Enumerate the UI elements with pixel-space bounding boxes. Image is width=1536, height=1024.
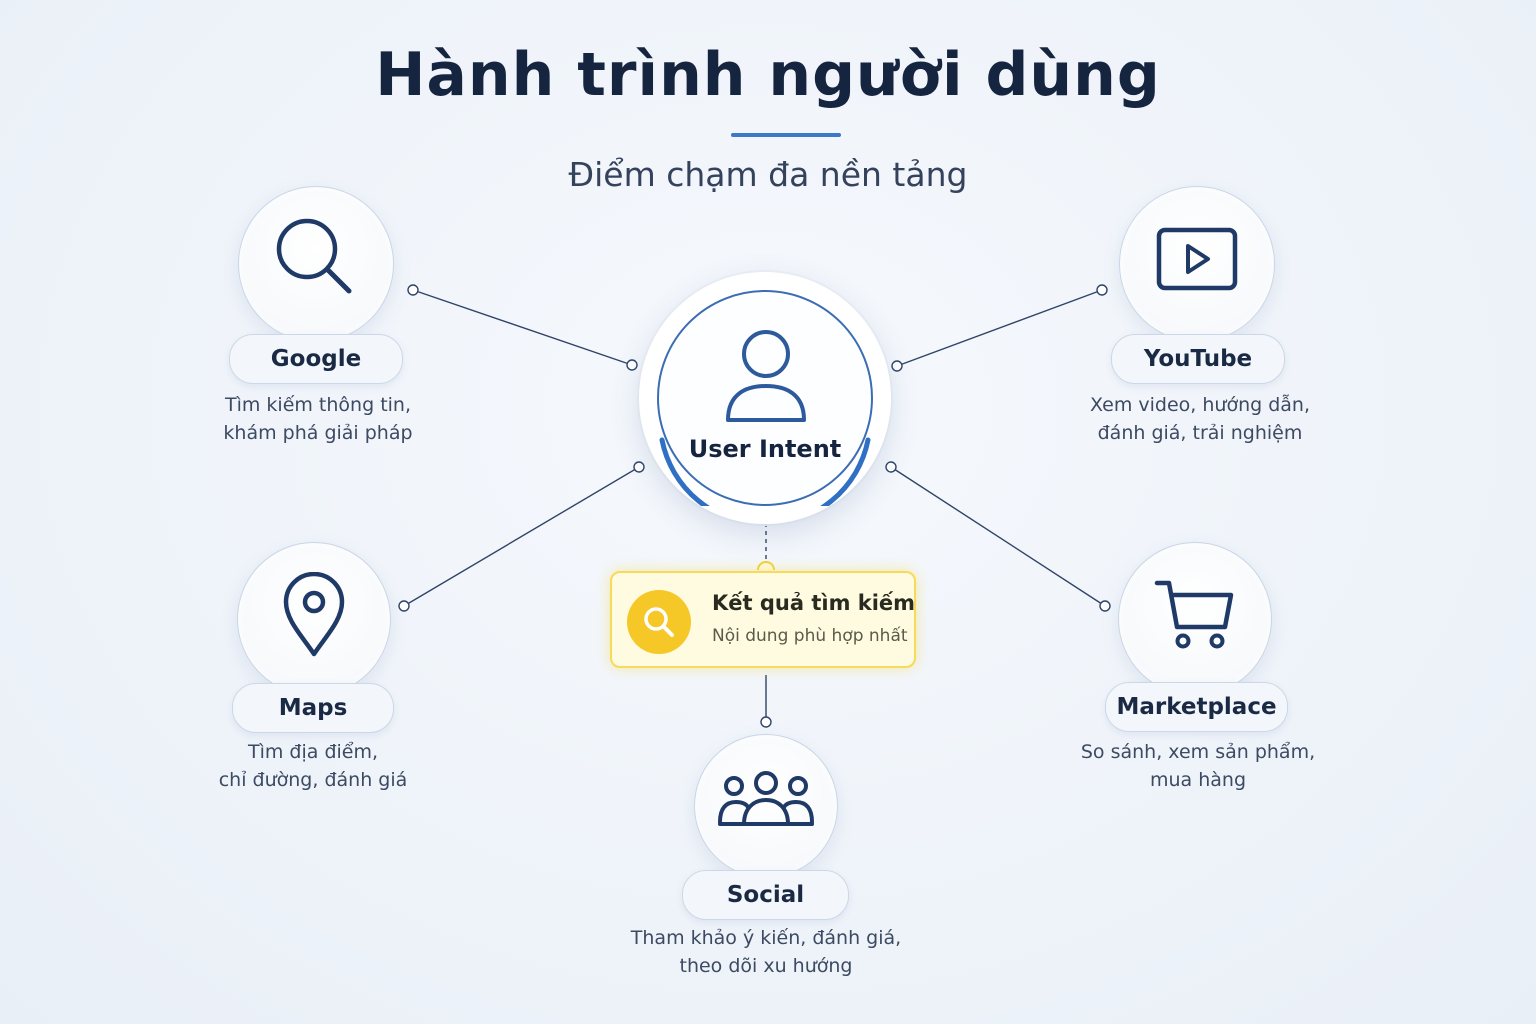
maps-label: Maps [278, 695, 348, 721]
search-icon [276, 218, 352, 294]
connector-youtube [896, 289, 1103, 367]
connector-dot [626, 359, 638, 371]
social-description: Tham khảo ý kiến, đánh giá, theo dõi xu … [615, 924, 917, 980]
marketplace-description: So sánh, xem sản phẩm, mua hàng [1068, 738, 1328, 794]
maps-description-line: chỉ đường, đánh giá [218, 769, 408, 791]
social-node[interactable] [694, 734, 838, 878]
youtube-node[interactable] [1119, 186, 1275, 342]
marketplace-node[interactable] [1118, 542, 1272, 696]
result-title: Kết quả tìm kiếm [712, 591, 916, 615]
title-divider [731, 133, 841, 137]
play-icon [1156, 227, 1238, 291]
maps-description-line: Tìm địa điểm, [247, 741, 379, 763]
cart-icon [1154, 580, 1234, 649]
result-connector-cap [757, 561, 775, 571]
youtube-description-line: Xem video, hướng dẫn, [1089, 394, 1310, 416]
users-icon [718, 771, 814, 826]
social-description-line: Tham khảo ý kiến, đánh giá, [630, 927, 902, 949]
maps-label-pill[interactable]: Maps [232, 683, 394, 733]
page-title: Hành trình người dùng [375, 40, 1161, 110]
social-label-pill[interactable]: Social [682, 870, 849, 920]
connector-dot [633, 461, 645, 473]
marketplace-label-pill[interactable]: Marketplace [1105, 682, 1288, 732]
google-node[interactable] [238, 186, 394, 342]
search-icon [644, 607, 674, 637]
maps-description: Tìm địa điểm, chỉ đường, đánh giá [200, 738, 426, 794]
maps-node[interactable] [237, 542, 391, 696]
google-description-line: khám phá giải pháp [223, 422, 413, 444]
connector-dot [407, 284, 419, 296]
marketplace-label: Marketplace [1116, 694, 1277, 720]
google-label-pill[interactable]: Google [229, 334, 403, 384]
connector-marketplace [890, 466, 1106, 607]
result-icon-badge [627, 590, 691, 654]
user-intent-label: User Intent [688, 435, 842, 463]
marketplace-description-line: So sánh, xem sản phẩm, [1080, 741, 1316, 763]
map-pin-icon [283, 572, 345, 657]
page-subtitle: Điểm chạm đa nền tảng [568, 155, 968, 194]
user-intent-progress-arc [659, 437, 871, 506]
google-description: Tìm kiếm thông tin, khám phá giải pháp [205, 391, 431, 447]
connector-dot [1096, 284, 1108, 296]
connector-google [412, 289, 633, 366]
connector-dot [398, 600, 410, 612]
youtube-description: Xem video, hướng dẫn, đánh giá, trải ngh… [1072, 391, 1328, 447]
connector-maps [403, 466, 640, 607]
social-description-line: theo dõi xu hướng [679, 955, 853, 977]
marketplace-description-line: mua hàng [1149, 769, 1247, 791]
google-label: Google [270, 346, 362, 372]
google-description-line: Tìm kiếm thông tin, [224, 394, 412, 416]
user-intent-ring [657, 290, 873, 506]
youtube-label-pill[interactable]: YouTube [1111, 334, 1285, 384]
social-label: Social [726, 882, 805, 908]
youtube-label: YouTube [1143, 346, 1253, 372]
connector-dot [891, 360, 903, 372]
youtube-description-line: đánh giá, trải nghiệm [1097, 422, 1303, 444]
connector-dot [885, 461, 897, 473]
result-subtitle: Nội dung phù hợp nhất [712, 626, 908, 646]
connector-dot [1099, 600, 1111, 612]
user-icon [726, 330, 806, 422]
connector-dot [760, 716, 772, 728]
